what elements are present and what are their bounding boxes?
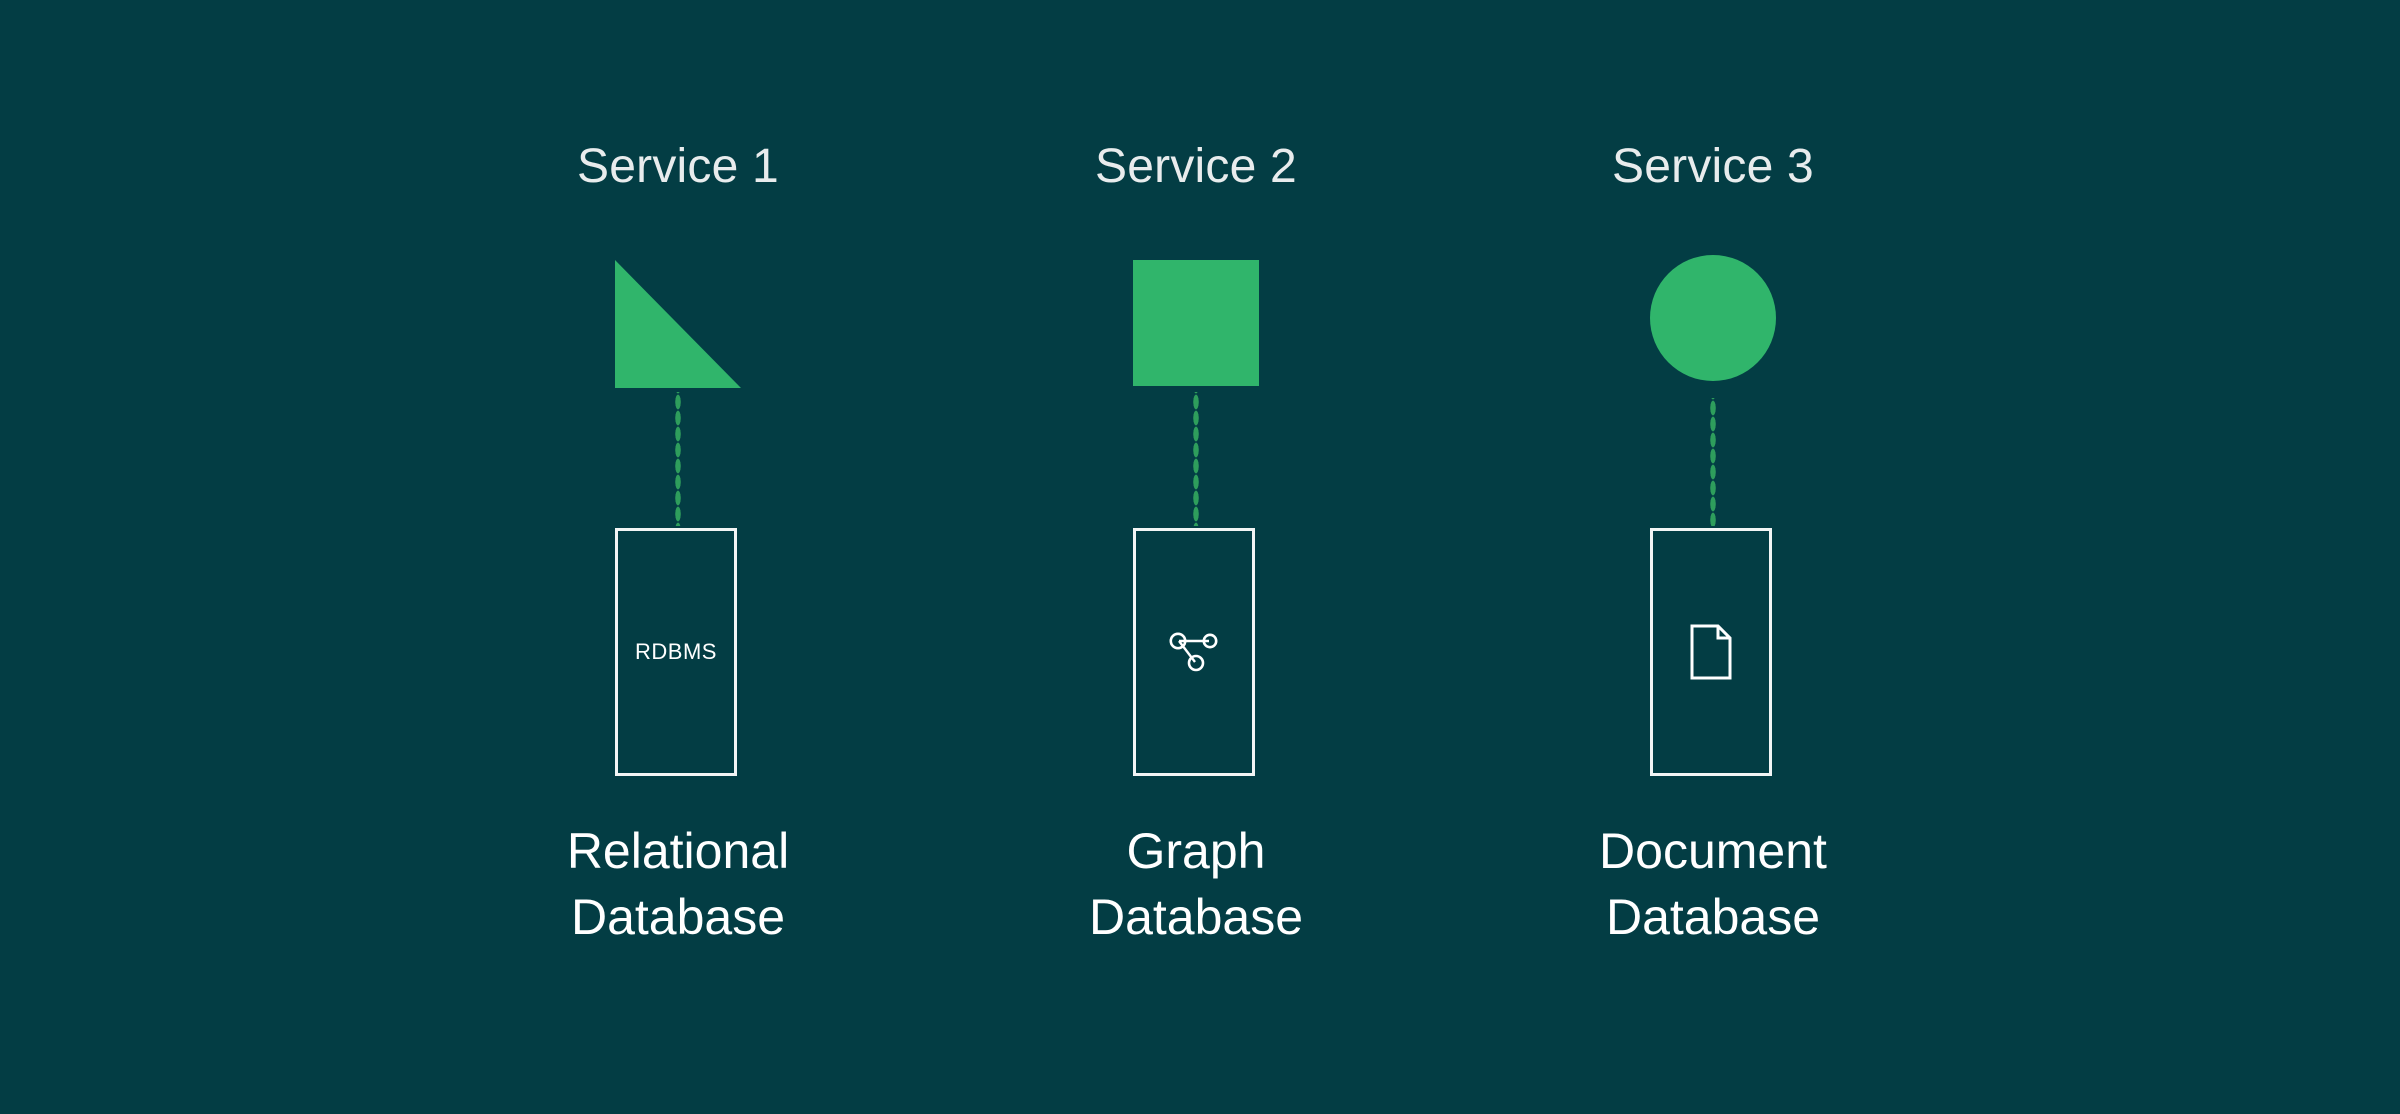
connector-dotted-line-3: [1710, 398, 1716, 526]
service-column-2: Service 2 Graph Database: [966, 0, 1426, 1114]
graph-nodes-icon: [1169, 632, 1218, 672]
database-caption-line2: Database: [1605, 889, 1821, 945]
service-title-2: Service 2: [1095, 140, 1297, 193]
database-caption-1: Relational Database: [448, 818, 908, 950]
database-caption-line2: Database: [570, 889, 786, 945]
service-column-1: Service 1 RDBMS Relational Database: [448, 0, 908, 1114]
database-caption-3: Document Database: [1483, 818, 1943, 950]
database-box-1[interactable]: RDBMS: [615, 528, 737, 776]
database-caption-line1: Graph: [1126, 823, 1266, 879]
service-shape-container-3: [1483, 255, 1943, 395]
service-title-3: Service 3: [1612, 140, 1814, 193]
square-shape: [1133, 260, 1259, 386]
document-page-icon: [1690, 624, 1732, 680]
triangle-shape: [615, 260, 741, 388]
database-caption-line1: Relational: [566, 823, 790, 879]
database-box-3[interactable]: [1650, 528, 1772, 776]
circle-shape: [1650, 255, 1776, 381]
database-caption-line1: Document: [1599, 823, 1827, 879]
rdbms-text: RDBMS: [635, 639, 717, 664]
service-column-3: Service 3 Document Database: [1483, 0, 1943, 1114]
service-title-1: Service 1: [577, 140, 779, 193]
service-shape-container-2: [966, 255, 1426, 395]
connector-dotted-line-2: [1193, 392, 1199, 526]
database-caption-2: Graph Database: [966, 818, 1426, 950]
connector-dotted-line-1: [675, 392, 681, 526]
service-shape-container-1: [448, 255, 908, 395]
database-box-2[interactable]: [1133, 528, 1255, 776]
database-caption-line2: Database: [1088, 889, 1304, 945]
